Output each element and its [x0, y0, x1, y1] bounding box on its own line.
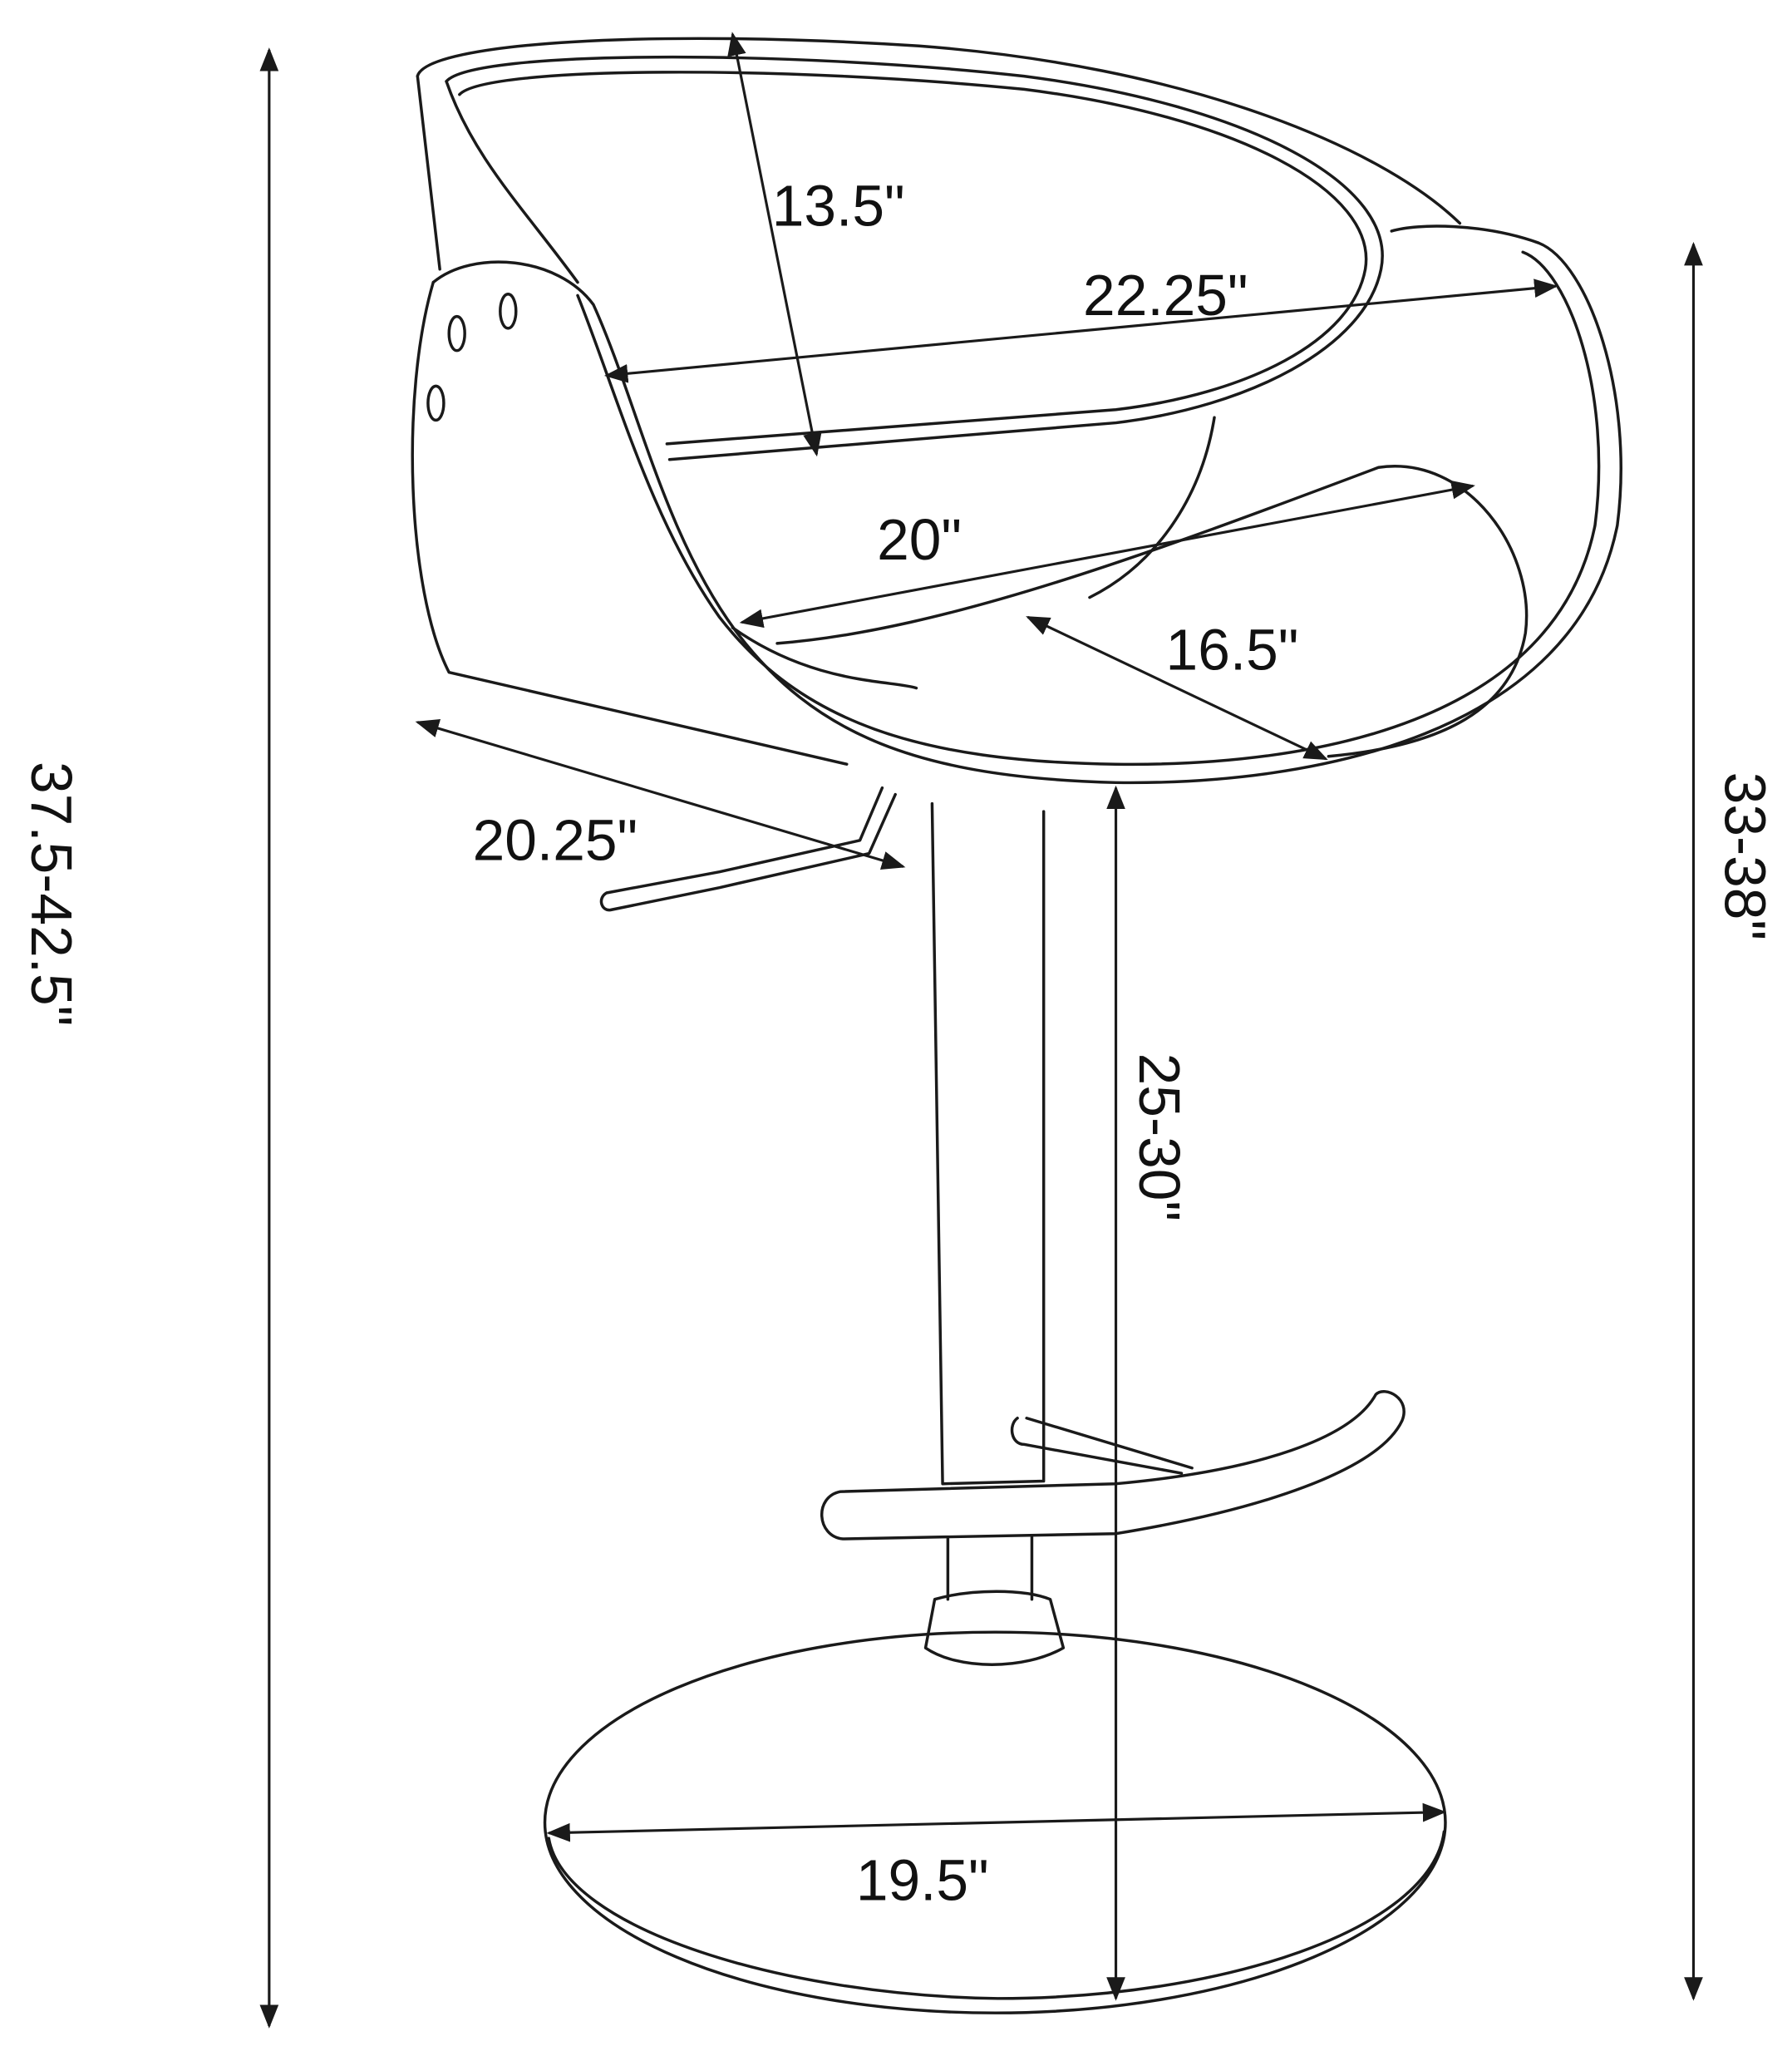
base-diameter-arrow: [546, 1802, 1447, 1842]
base-diameter-label: 19.5": [856, 1847, 989, 1912]
seat-front-curve: [731, 626, 918, 690]
bolt-holes: [426, 293, 518, 422]
base-plate-rim: [547, 1830, 1446, 2000]
overall-depth-arrow: [415, 719, 906, 870]
seat-divider: [1088, 416, 1216, 599]
backrest-left-edge: [416, 74, 579, 284]
overall-width-arrow: [603, 279, 1558, 383]
seat-height-label: 25-30": [1127, 1053, 1192, 1221]
dimension-labels: 13.5" 22.25" 20" 16.5" 20.25" 19.5" 37.5…: [19, 174, 1777, 1913]
overall-depth-label: 20.25": [473, 807, 638, 872]
backrest-inner-edge: [458, 71, 1368, 446]
overall-height-label: 37.5-42.5": [19, 762, 84, 1026]
overall-width-label: 22.25": [1083, 263, 1248, 328]
column: [930, 801, 1046, 1486]
shell-inner: [576, 250, 1601, 767]
footrest-ring: [820, 1390, 1406, 1541]
lower-column: [946, 1535, 1034, 1601]
seat-width-label: 20": [877, 507, 962, 572]
seat-depth-arrow: [1026, 615, 1328, 761]
arm-height-label: 33-38": [1712, 772, 1777, 940]
shell-outer: [431, 224, 1622, 785]
chair-drawing: [411, 37, 1622, 2014]
back-height-label: 13.5": [772, 174, 905, 239]
seat-width-arrow: [739, 480, 1475, 629]
side-panel-bottom: [411, 280, 849, 766]
seat-depth-label: 16.5": [1166, 617, 1299, 682]
dimension-lines: [259, 32, 1703, 2029]
backrest-inner: [445, 55, 1384, 461]
height-lever: [599, 786, 897, 912]
footrest-strut: [1010, 1416, 1194, 1475]
back-height-arrow: [727, 32, 822, 457]
backrest-outer: [416, 37, 1462, 225]
base-collar: [923, 1590, 1066, 1667]
